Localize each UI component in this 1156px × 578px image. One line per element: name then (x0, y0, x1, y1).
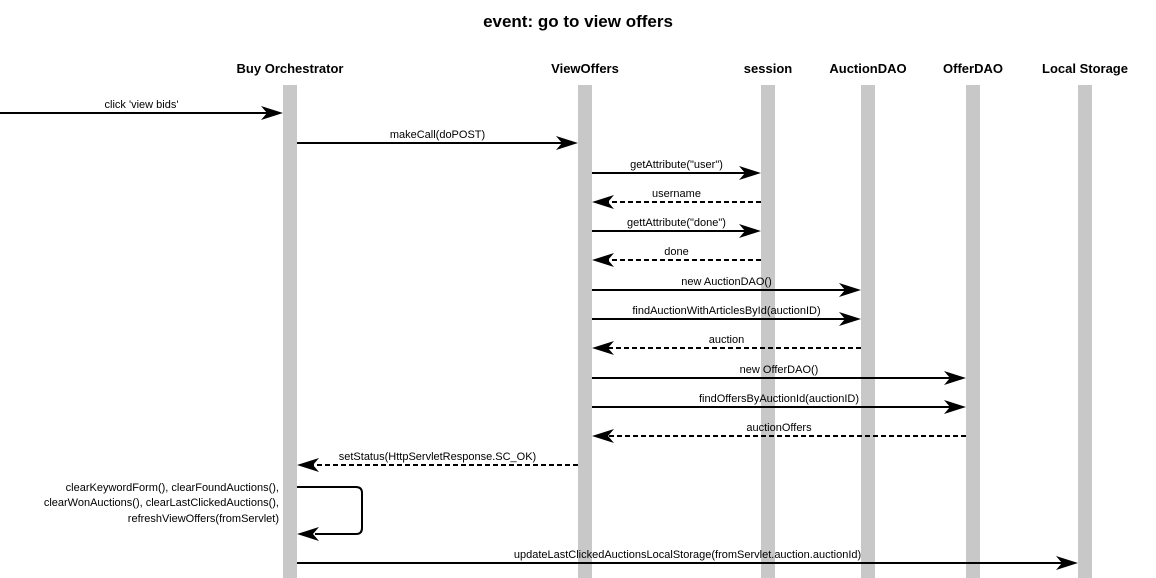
message-label: done (664, 246, 688, 258)
message-arrowhead (739, 224, 761, 238)
diagram-title: event: go to view offers (483, 12, 673, 31)
message-label: updateLastClickedAuctionsLocalStorage(fr… (514, 549, 861, 561)
message-label: getAttribute("user") (630, 159, 723, 171)
message: getAttribute("user") (592, 159, 761, 180)
message-label: refreshViewOffers(fromServlet) (128, 513, 279, 525)
message-label: findOffersByAuctionId(auctionID) (699, 393, 859, 405)
actor-label-view: ViewOffers (551, 61, 619, 76)
message-arrowhead (944, 400, 966, 414)
message-label: username (652, 188, 701, 200)
message-arrowhead (261, 106, 283, 120)
message: updateLastClickedAuctionsLocalStorage(fr… (297, 549, 1078, 570)
message-label: clearWonAuctions(), clearLastClickedAuct… (44, 497, 279, 509)
message: setStatus(HttpServletResponse.SC_OK) (297, 451, 578, 472)
message-arrowhead (556, 136, 578, 150)
actor-label-buy: Buy Orchestrator (237, 61, 344, 76)
message: username (592, 188, 761, 209)
message-arrowhead (592, 253, 614, 267)
message: new OfferDAO() (592, 364, 966, 385)
message-arrowhead (839, 312, 861, 326)
lifeline-storage (1078, 85, 1092, 578)
actor-label-session: session (744, 61, 792, 76)
message: clearKeywordForm(), clearFoundAuctions()… (44, 482, 363, 541)
message-line (297, 486, 363, 535)
message-label: clearKeywordForm(), clearFoundAuctions()… (66, 482, 279, 494)
message: auction (592, 334, 861, 355)
lifelines (283, 85, 1092, 578)
lifeline-offer (966, 85, 980, 578)
message-label: auction (709, 334, 744, 346)
message: done (592, 246, 761, 267)
message: auctionOffers (592, 422, 966, 443)
lifeline-view (578, 85, 592, 578)
message: findOffersByAuctionId(auctionID) (592, 393, 966, 414)
message: makeCall(doPOST) (297, 129, 578, 150)
message-arrowhead (1056, 556, 1078, 570)
message-label: findAuctionWithArticlesById(auctionID) (632, 305, 820, 317)
actor-label-offer: OfferDAO (943, 61, 1003, 76)
message-arrowhead (739, 166, 761, 180)
lifeline-auction (861, 85, 875, 578)
message-arrowhead (592, 429, 614, 443)
lifeline-buy (283, 85, 297, 578)
message: findAuctionWithArticlesById(auctionID) (592, 305, 861, 326)
actor-labels: Buy Orchestrator ViewOffers session Auction… (237, 61, 1128, 76)
message-label: auctionOffers (746, 422, 812, 434)
message-label: new AuctionDAO() (681, 276, 771, 288)
message-arrowhead (839, 283, 861, 297)
actor-label-storage: Local Storage (1042, 61, 1128, 76)
message-arrowhead (592, 195, 614, 209)
message-label: new OfferDAO() (740, 364, 819, 376)
message-label: makeCall(doPOST) (390, 129, 485, 141)
message-arrowhead (592, 341, 614, 355)
message: new AuctionDAO() (592, 276, 861, 297)
message-label: gettAttribute("done") (627, 217, 726, 229)
message-arrowhead (297, 458, 319, 472)
messages: click 'view bids' makeCall(doPOST) getAttr… (0, 99, 1078, 570)
message: gettAttribute("done") (592, 217, 761, 238)
lifeline-session (761, 85, 775, 578)
message: click 'view bids' (0, 99, 283, 120)
actor-label-auction: AuctionDAO (829, 61, 906, 76)
message-arrowhead (944, 371, 966, 385)
message-label: setStatus(HttpServletResponse.SC_OK) (339, 451, 536, 463)
message-label: click 'view bids' (105, 99, 179, 111)
message-arrowhead (297, 527, 319, 541)
